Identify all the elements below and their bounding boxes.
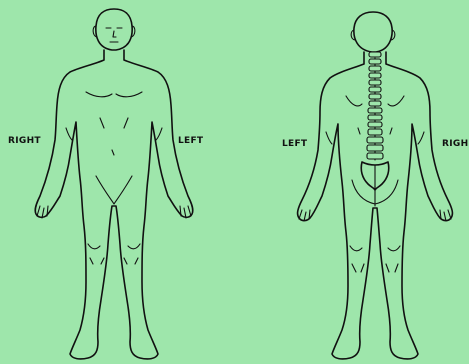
back-head (354, 12, 392, 52)
front-left-label: LEFT (178, 136, 203, 146)
back-left-label: LEFT (282, 139, 307, 149)
spine-column (367, 52, 383, 160)
back-figure (298, 12, 453, 359)
back-right-label: RIGH (442, 139, 468, 149)
front-figure (35, 9, 193, 359)
front-right-label: RIGHT (8, 136, 41, 146)
front-head (96, 9, 132, 50)
